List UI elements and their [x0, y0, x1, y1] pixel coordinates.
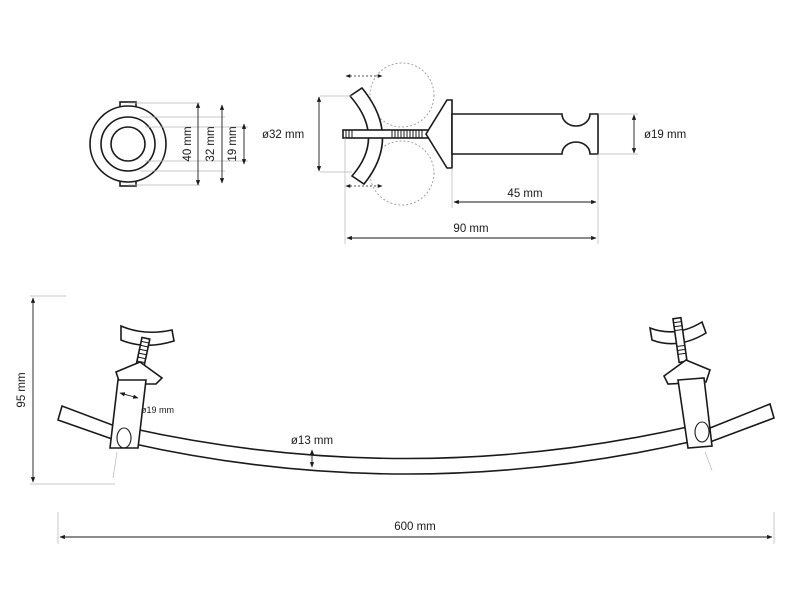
- bar-assembly: 95 mm ø19 mm: [16, 295, 775, 544]
- dim-pipe-length-label: 45 mm: [507, 188, 542, 200]
- dim-bar-height-label: 95 mm: [16, 372, 28, 407]
- mount-side-view: ø32 mm ø19 mm 45 mm 90 mm: [262, 62, 686, 244]
- dim-bracket-diameter-label: ø19 mm: [141, 405, 174, 415]
- right-pipe: [677, 377, 713, 449]
- end-view: 40 mm 32 mm 19 mm: [89, 101, 248, 187]
- dim-bracket-diameter-line: [119, 392, 139, 399]
- end-view-inner-hole: [110, 126, 146, 162]
- dim-bar-width-label: 600 mm: [394, 521, 436, 533]
- dim-mount-diameter-label: ø32 mm: [262, 129, 304, 141]
- dim-pipe-diameter-label: ø19 mm: [644, 129, 686, 141]
- threaded-bolt: [342, 129, 429, 139]
- dim-19-label: 19 mm: [227, 126, 239, 161]
- left-end-stub: [57, 404, 116, 442]
- main-curved-rod: [129, 425, 695, 475]
- mount-pipe: [451, 113, 599, 155]
- ghost-circle-top: [369, 62, 435, 128]
- dim-32-label: 32 mm: [205, 126, 217, 161]
- crescent-clamp: [348, 86, 384, 186]
- dim-40-label: 40 mm: [182, 126, 194, 161]
- left-crescent: [120, 324, 175, 347]
- bolt-threads: [345, 130, 423, 138]
- right-end-stub: [709, 402, 775, 444]
- left-bracket: ø19 mm: [109, 324, 175, 479]
- dim-rod-diameter-label: ø13 mm: [291, 435, 333, 447]
- right-bracket: [648, 316, 713, 471]
- dim-total-length-label: 90 mm: [453, 223, 488, 235]
